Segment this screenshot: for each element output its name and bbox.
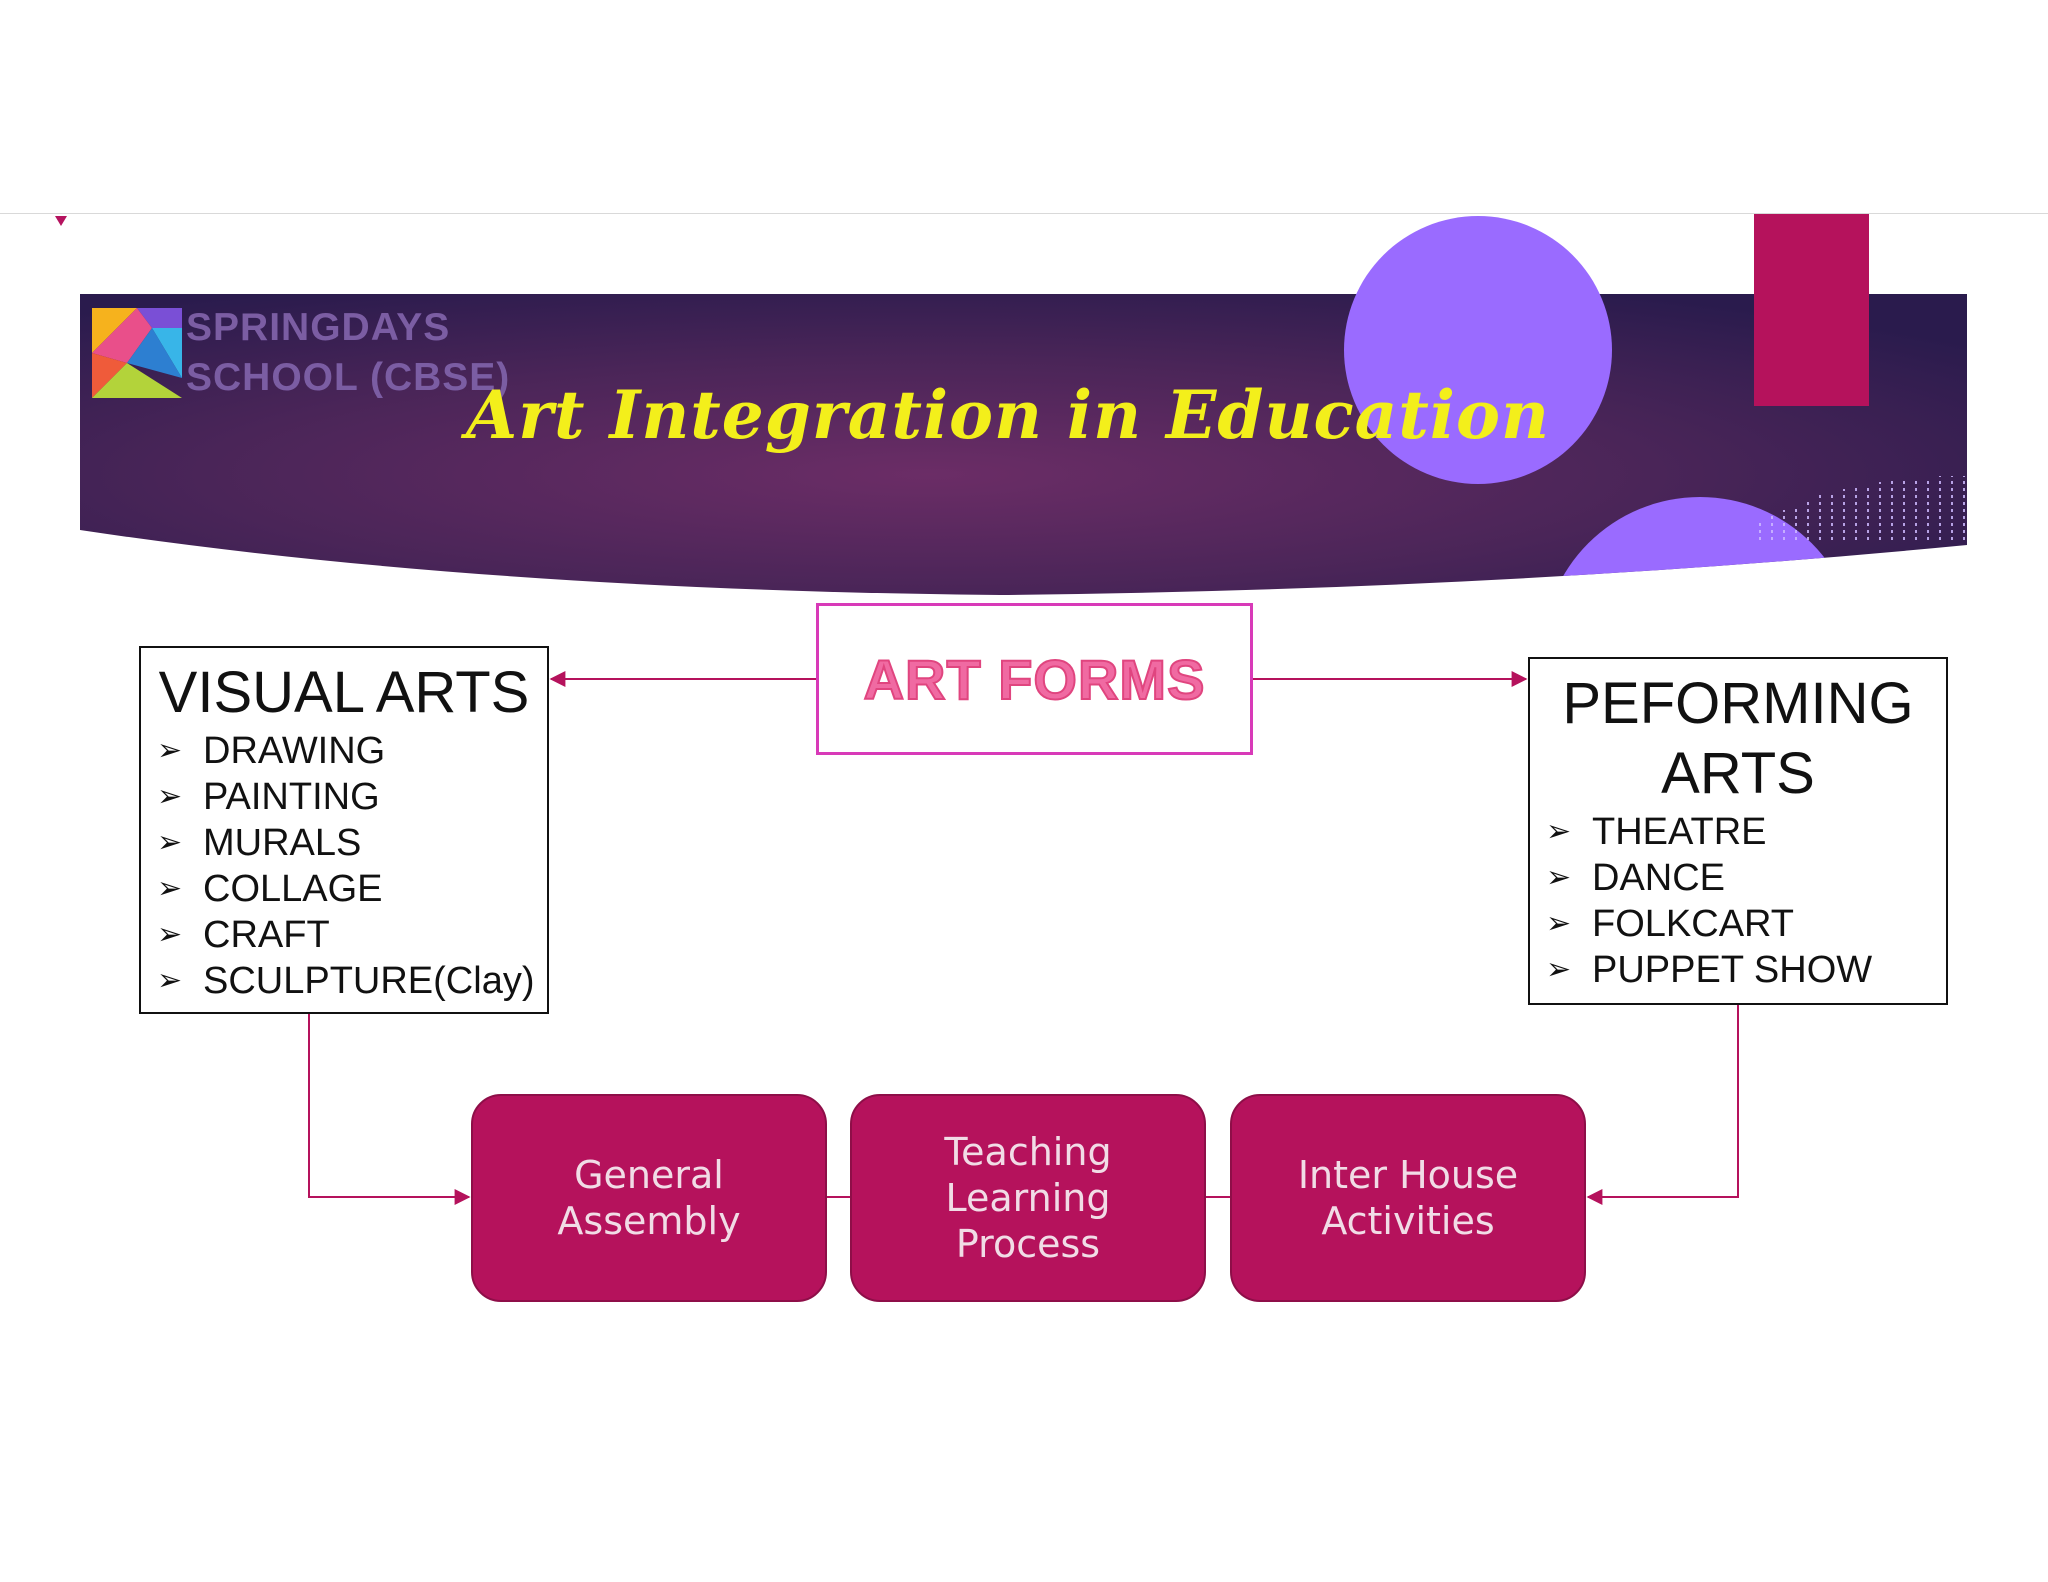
process-general-assembly: General Assembly (471, 1094, 827, 1302)
arrowhead-bullet-icon: ➢ (1546, 953, 1572, 986)
performing-arts-list: ➢THEATRE ➢DANCE ➢FOLKCART ➢PUPPET SHOW (1530, 809, 1946, 993)
list-item: ➢DANCE (1546, 857, 1726, 899)
arrowhead-bullet-icon: ➢ (1546, 907, 1572, 940)
process-teaching-learning: Teaching Learning Process (850, 1094, 1206, 1302)
arrowhead-bullet-icon: ➢ (157, 734, 183, 767)
list-item: ➢PAINTING (157, 776, 380, 818)
performing-arts-box: PEFORMING ARTS ➢THEATRE ➢DANCE ➢FOLKCART… (1528, 657, 1948, 1005)
arrowhead-bullet-icon: ➢ (157, 826, 183, 859)
school-name-line1: SPRINGDAYS (186, 306, 451, 349)
performing-arts-title: PEFORMING ARTS (1530, 669, 1946, 809)
list-item: ➢CRAFT (157, 914, 330, 956)
corner-triangle-icon (55, 216, 67, 226)
list-item: ➢SCULPTURE(Clay) (157, 960, 535, 1002)
arrowhead-bullet-icon: ➢ (157, 964, 183, 997)
arrowhead-bullet-icon: ➢ (157, 918, 183, 951)
list-item: ➢MURALS (157, 822, 362, 864)
connector-visual-to-assembly (308, 1014, 471, 1205)
visual-arts-list: ➢DRAWING ➢PAINTING ➢MURALS ➢COLLAGE ➢CRA… (141, 728, 547, 1004)
list-item: ➢THEATRE (1546, 811, 1767, 853)
arrowhead-bullet-icon: ➢ (1546, 861, 1572, 894)
visual-arts-box: VISUAL ARTS ➢DRAWING ➢PAINTING ➢MURALS ➢… (139, 646, 549, 1014)
art-forms-node: ART FORMS (816, 603, 1253, 755)
visual-arts-title: VISUAL ARTS (158, 660, 530, 725)
top-divider (0, 213, 2048, 214)
list-item: ➢DRAWING (157, 730, 386, 772)
list-item: ➢FOLKCART (1546, 903, 1795, 945)
list-item: ➢COLLAGE (157, 868, 383, 910)
process-inter-house: Inter House Activities (1230, 1094, 1586, 1302)
school-name-line2: SCHOOL (CBSE) (186, 356, 511, 399)
connector-performing-to-interhouse (1586, 1005, 1739, 1205)
performing-arts-title-line2: ARTS (1661, 741, 1815, 806)
page-title: Art Integration in Education (466, 376, 1550, 454)
arrowhead-bullet-icon: ➢ (157, 872, 183, 905)
list-item: ➢PUPPET SHOW (1546, 949, 1873, 991)
arrowhead-bullet-icon: ➢ (157, 780, 183, 813)
art-forms-label: ART FORMS (863, 647, 1206, 712)
arrowhead-bullet-icon: ➢ (1546, 815, 1572, 848)
performing-arts-title-line1: PEFORMING (1562, 671, 1914, 736)
tangram-logo-icon (92, 308, 182, 398)
